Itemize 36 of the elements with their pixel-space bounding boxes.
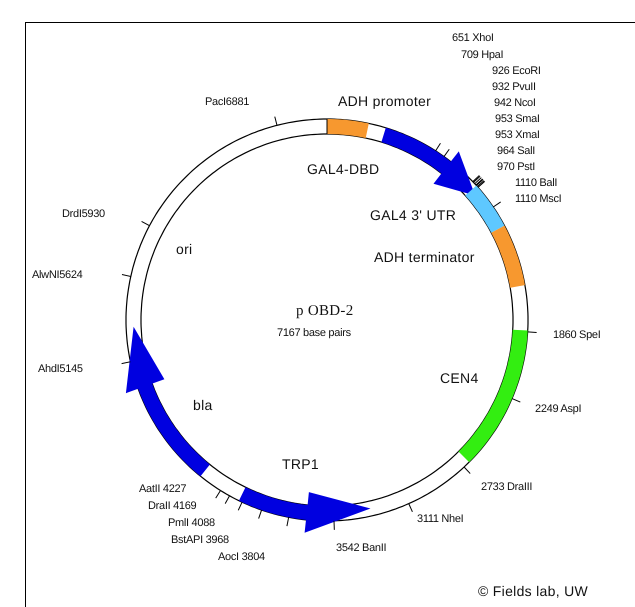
site-label: 932 PvuII bbox=[492, 81, 536, 94]
gene-label: CEN4 bbox=[440, 371, 479, 386]
site-label: BstAPI 3968 bbox=[171, 534, 229, 546]
site-label: 3542 BanII bbox=[336, 542, 386, 554]
site-label: 964 SalI bbox=[497, 145, 535, 158]
site-label: 1110 MscI bbox=[515, 193, 562, 206]
site-label: AhdI5145 bbox=[38, 363, 83, 376]
plasmid-size: 7167 base pairs bbox=[277, 327, 351, 340]
site-label: AlwNI5624 bbox=[32, 269, 82, 282]
site-label: 926 EcoRI bbox=[492, 65, 541, 78]
site-label: 1110 BalI bbox=[515, 177, 558, 190]
site-label: 942 NcoI bbox=[494, 97, 536, 110]
credit-text: © Fields lab, UW bbox=[478, 584, 588, 600]
site-label: 1860 SpeI bbox=[553, 329, 600, 342]
gene-label: ADH terminator bbox=[374, 250, 475, 266]
site-label: 651 XhoI bbox=[452, 32, 494, 44]
site-label: 709 HpaI bbox=[461, 49, 504, 62]
site-label: 2733 DraIII bbox=[481, 481, 532, 494]
gene-label: TRP1 bbox=[282, 457, 319, 472]
site-label: 953 SmaI bbox=[495, 113, 540, 126]
gene-label: ADH promoter bbox=[338, 94, 432, 110]
site-label: 970 PstI bbox=[497, 161, 535, 174]
site-label: DraII 4169 bbox=[148, 500, 196, 512]
gene-label: ori bbox=[176, 242, 192, 258]
site-label: 2249 AspI bbox=[535, 403, 582, 416]
gene-label: bla bbox=[193, 398, 213, 414]
site-label: DrdI5930 bbox=[62, 208, 105, 220]
gene-label: GAL4-DBD bbox=[307, 162, 380, 178]
site-label: AatII 4227 bbox=[139, 483, 186, 496]
site-label: 3111 NheI bbox=[417, 513, 464, 526]
gene-label: GAL4 3' UTR bbox=[370, 208, 456, 224]
site-label: PacI6881 bbox=[205, 96, 250, 108]
plasmid-name: p OBD-2 bbox=[296, 303, 354, 320]
site-label: AocI 3804 bbox=[218, 551, 265, 564]
site-label: 953 XmaI bbox=[495, 129, 540, 142]
site-label: PmlI 4088 bbox=[168, 517, 215, 530]
